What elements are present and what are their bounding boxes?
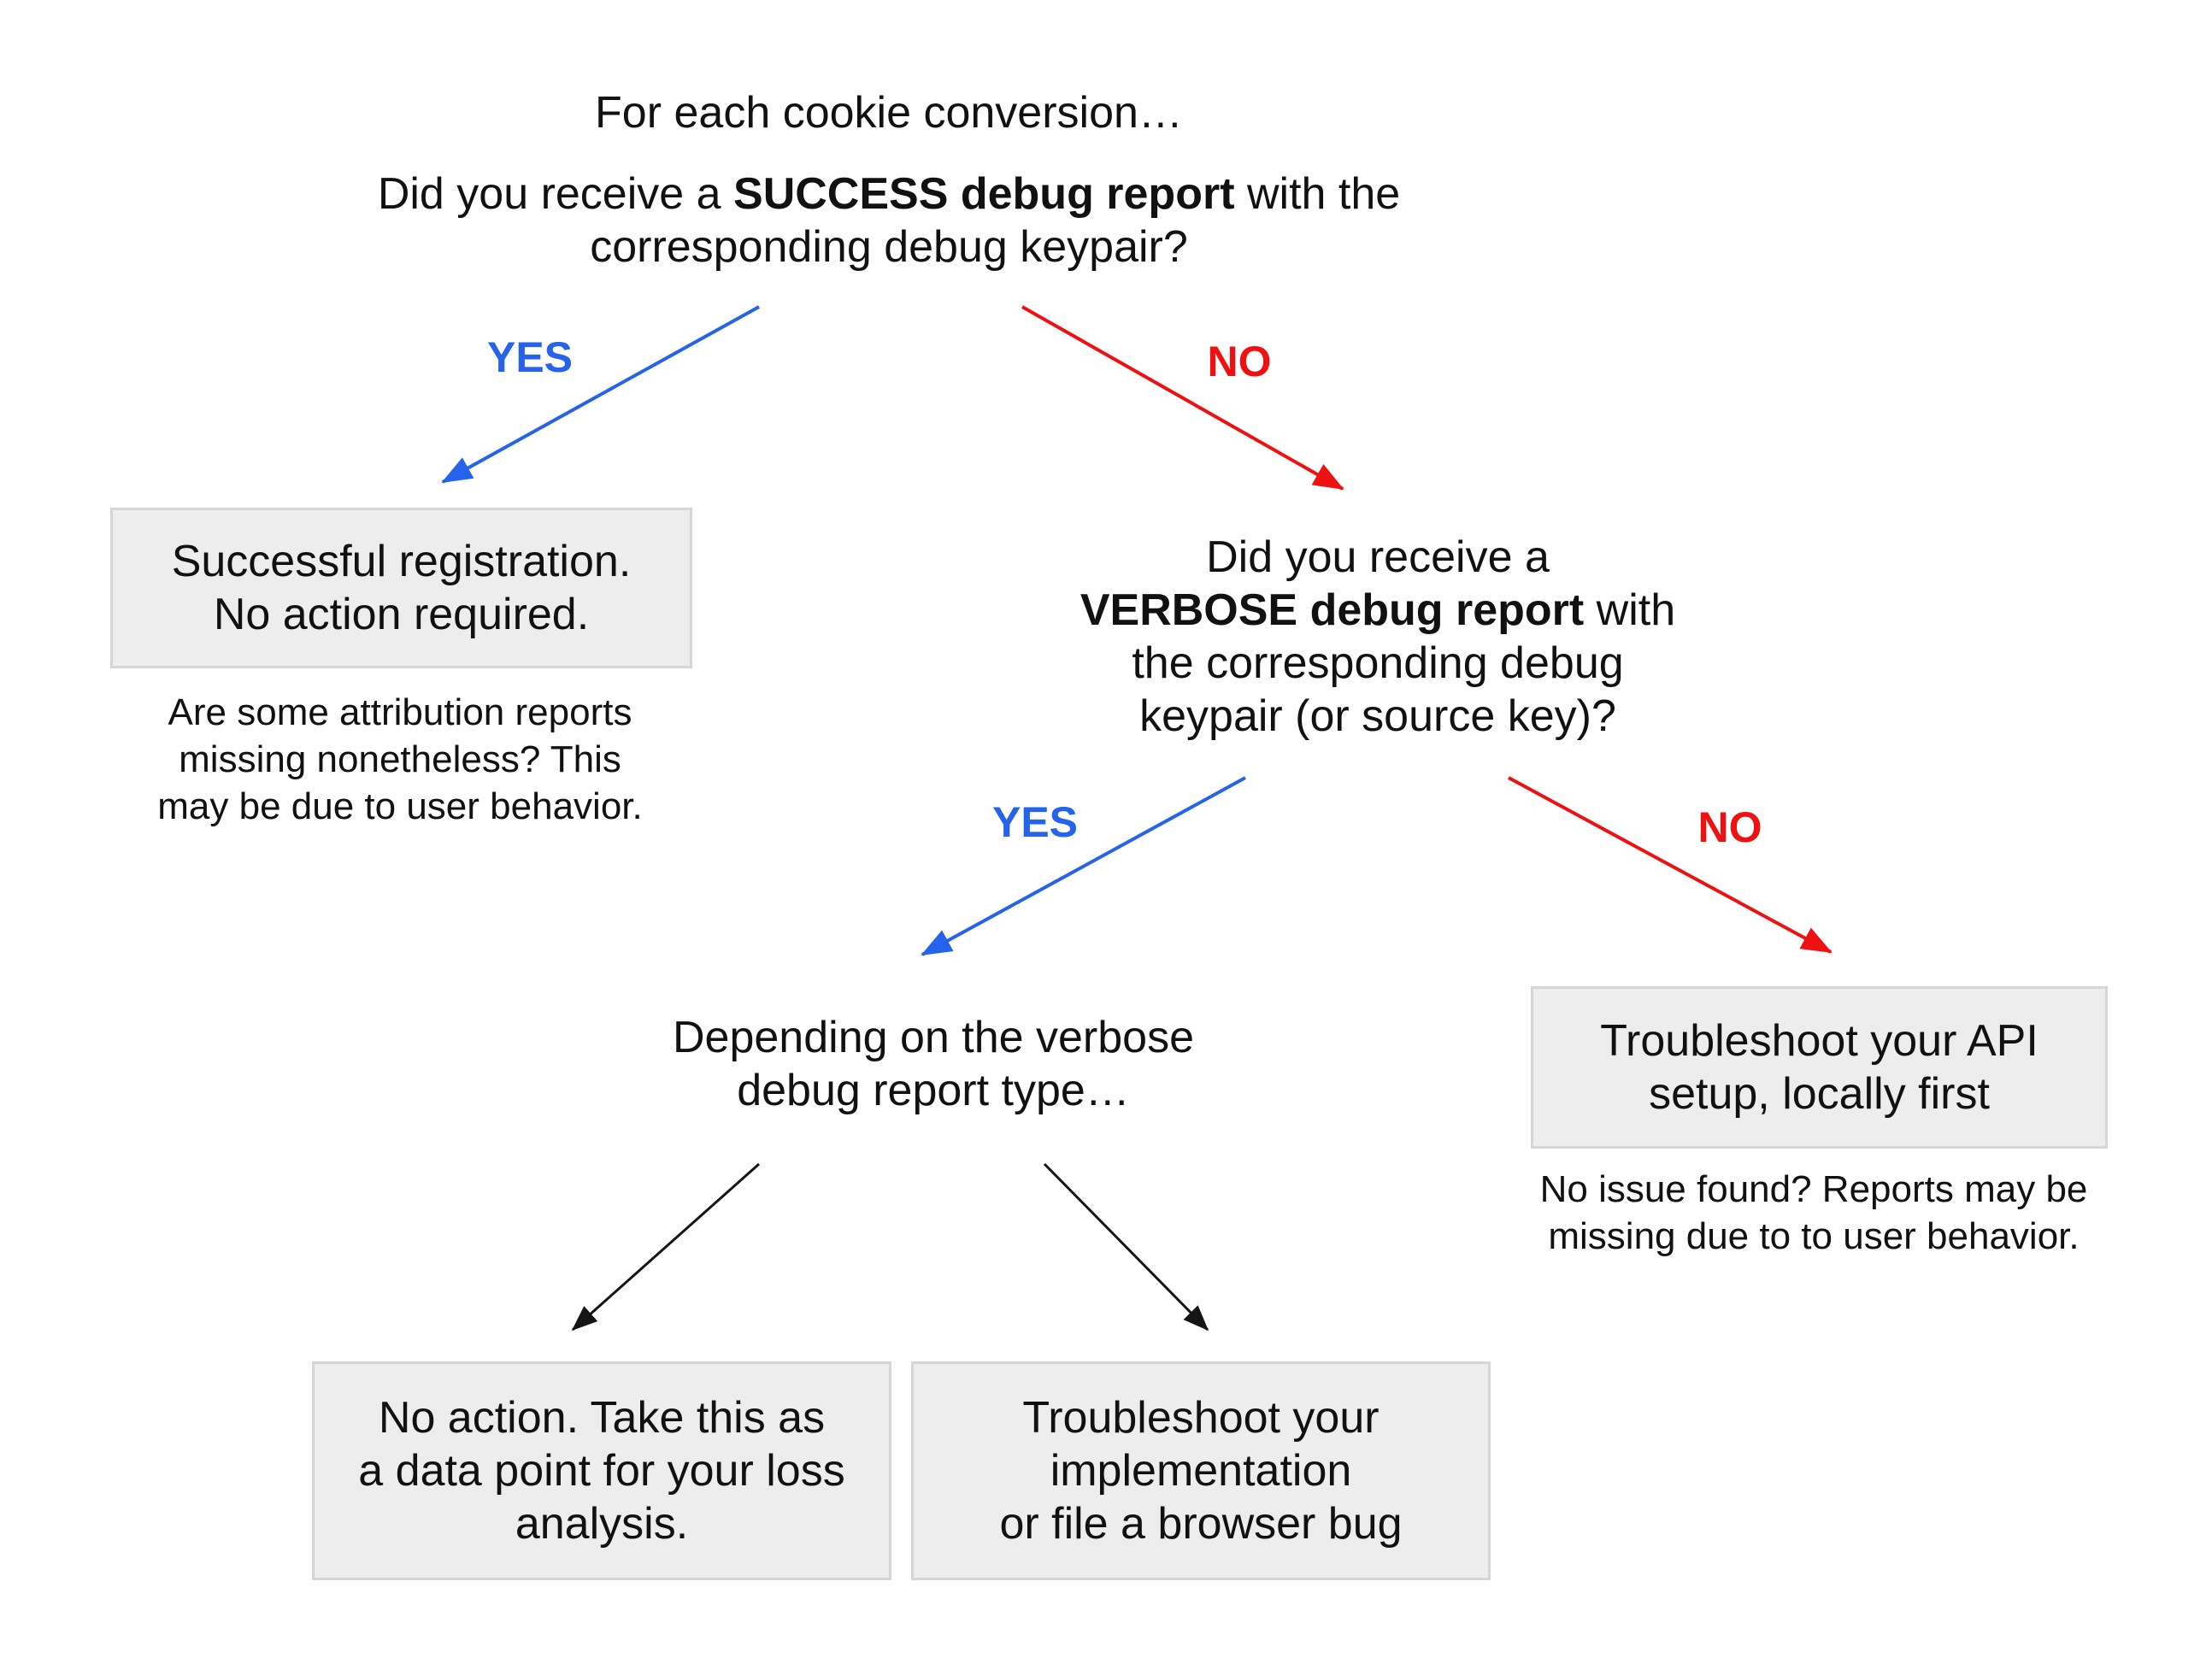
q1-yes-label: YES [486,333,574,381]
outcome-box-successful-registration: Successful registration.No action requir… [110,508,692,668]
verbose-right-arrow-icon [1043,1162,1209,1332]
q1-no-arrow-icon [1021,305,1344,491]
q1-no-label: NO [1207,338,1272,385]
q2-no-arrow-icon [1508,776,1833,954]
q1-bold: SUCCESS debug report [733,169,1235,219]
q2-line4: keypair (or source key)? [1139,691,1616,741]
q1-suffix: with the [1234,169,1401,219]
q1-yes-arrow-icon [441,305,760,484]
q2-bold: VERBOSE debug report [1080,585,1585,635]
q2-suffix: with [1584,585,1676,635]
verbose-left-arrow-icon [571,1162,760,1332]
q2-yes-arrow-icon [921,776,1246,956]
q2-yes-label: YES [991,798,1079,846]
outcome-box-successful-registration-text: Successful registration.No action requir… [171,537,632,639]
question-success-report: Did you receive a SUCCESS debug report w… [291,168,1487,273]
q2-no-label: NO [1697,803,1762,851]
flow-title: For each cookie conversion… [595,88,1183,138]
q2-line3: the corresponding debug [1132,638,1624,688]
q2-line1: Did you receive a [1206,532,1550,582]
q1-line2: corresponding debug keypair? [590,222,1188,272]
q1-prefix: Did you receive a [377,169,734,219]
